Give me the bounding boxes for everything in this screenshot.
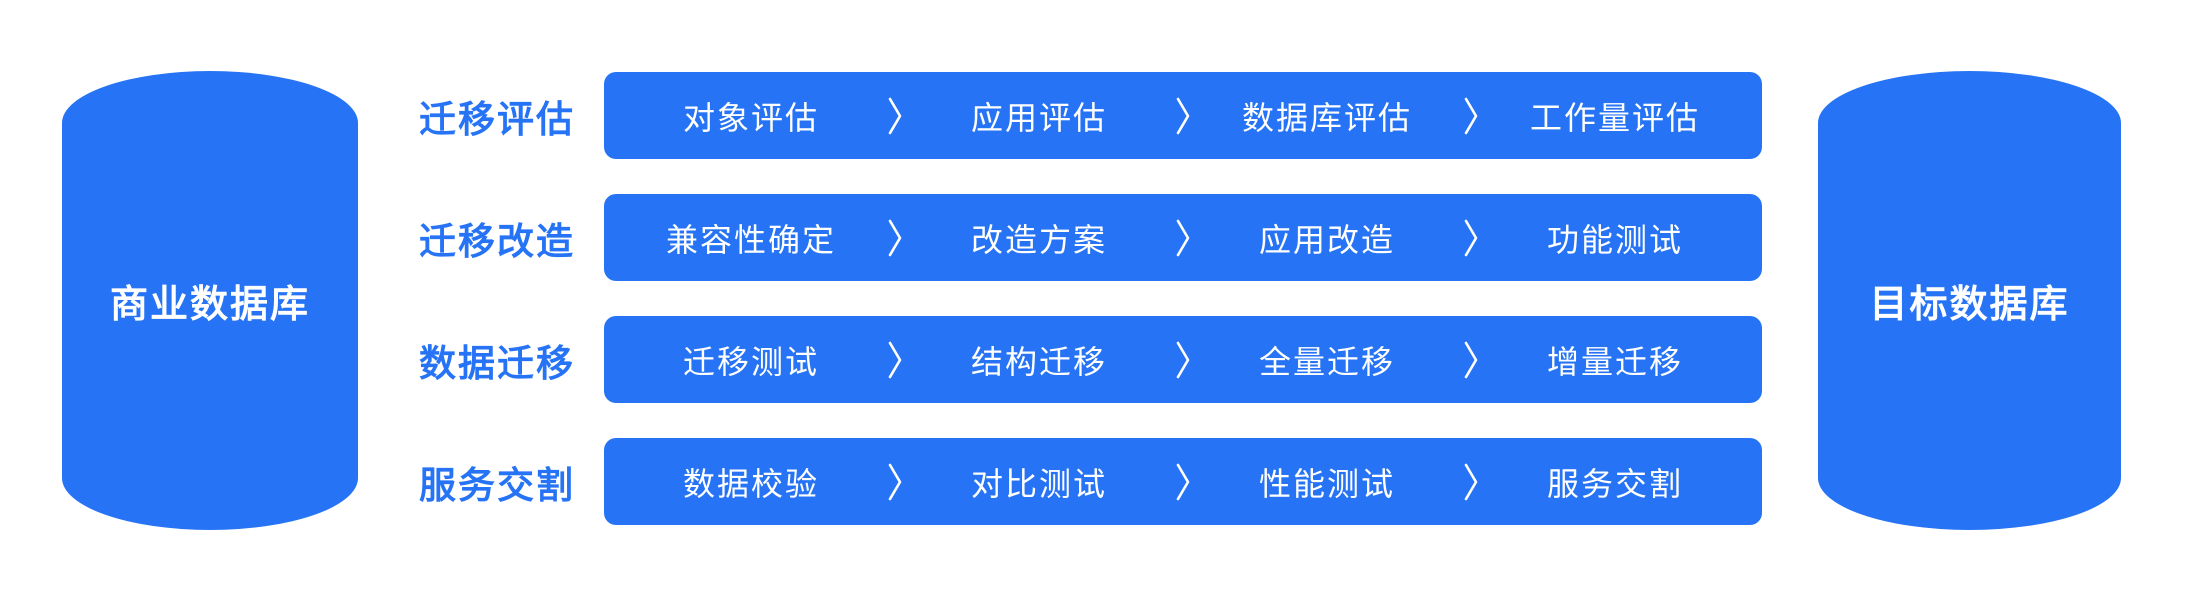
step-label: 工作量评估 — [1529, 99, 1700, 136]
step-label: 功能测试 — [1546, 221, 1683, 258]
chevron-right-icon — [1460, 216, 1482, 260]
target-database-label: 目标数据库 — [1869, 284, 2070, 326]
process-rows: 迁移评估 对象评估 应用评估 数据库评估 工作量评估 迁移改造 兼容性 — [0, 72, 1762, 525]
step-label: 兼容性确定 — [665, 221, 836, 258]
chevron-right-icon — [1172, 94, 1194, 138]
step-label: 迁移测试 — [682, 343, 819, 380]
chevron-right-icon — [884, 460, 906, 504]
process-row-data-migration: 数据迁移 迁移测试 结构迁移 全量迁移 增量迁移 — [0, 316, 1762, 403]
chevron-right-icon — [1460, 94, 1482, 138]
chevron-right-icon — [1172, 460, 1194, 504]
step-label: 增量迁移 — [1546, 343, 1683, 380]
stage-bar: 数据校验 对比测试 性能测试 服务交割 — [604, 438, 1762, 525]
chevron-right-icon — [1172, 216, 1194, 260]
process-row-handover: 服务交割 数据校验 对比测试 性能测试 服务交割 — [0, 438, 1762, 525]
chevron-right-icon — [1172, 338, 1194, 382]
chevron-right-icon — [884, 94, 906, 138]
step-label: 应用改造 — [1258, 221, 1395, 258]
target-database-cylinder: 目标数据库 — [1818, 71, 2121, 530]
step-label: 结构迁移 — [970, 343, 1107, 380]
step-label: 对比测试 — [970, 465, 1107, 502]
stage-label: 迁移改造 — [419, 220, 575, 262]
process-row-transformation: 迁移改造 兼容性确定 改造方案 应用改造 功能测试 — [0, 194, 1762, 281]
step-label: 对象评估 — [682, 99, 819, 136]
step-label: 数据校验 — [682, 465, 819, 502]
chevron-right-icon — [884, 338, 906, 382]
stage-bar: 迁移测试 结构迁移 全量迁移 增量迁移 — [604, 316, 1762, 403]
step-label: 改造方案 — [970, 221, 1107, 258]
chevron-right-icon — [884, 216, 906, 260]
chevron-right-icon — [1460, 460, 1482, 504]
chevron-right-icon — [1460, 338, 1482, 382]
source-database-label: 商业数据库 — [109, 284, 310, 326]
stage-label: 服务交割 — [419, 464, 575, 506]
stage-bar: 对象评估 应用评估 数据库评估 工作量评估 — [604, 72, 1762, 159]
process-row-assessment: 迁移评估 对象评估 应用评估 数据库评估 工作量评估 — [0, 72, 1762, 159]
step-label: 数据库评估 — [1241, 99, 1412, 136]
step-label: 服务交割 — [1546, 465, 1683, 502]
step-label: 应用评估 — [970, 99, 1107, 136]
stage-label: 数据迁移 — [419, 342, 575, 384]
source-database-cylinder: 商业数据库 — [62, 71, 358, 530]
stage-bar: 兼容性确定 改造方案 应用改造 功能测试 — [604, 194, 1762, 281]
stage-label: 迁移评估 — [419, 98, 575, 140]
step-label: 性能测试 — [1258, 465, 1395, 502]
step-label: 全量迁移 — [1258, 343, 1395, 380]
